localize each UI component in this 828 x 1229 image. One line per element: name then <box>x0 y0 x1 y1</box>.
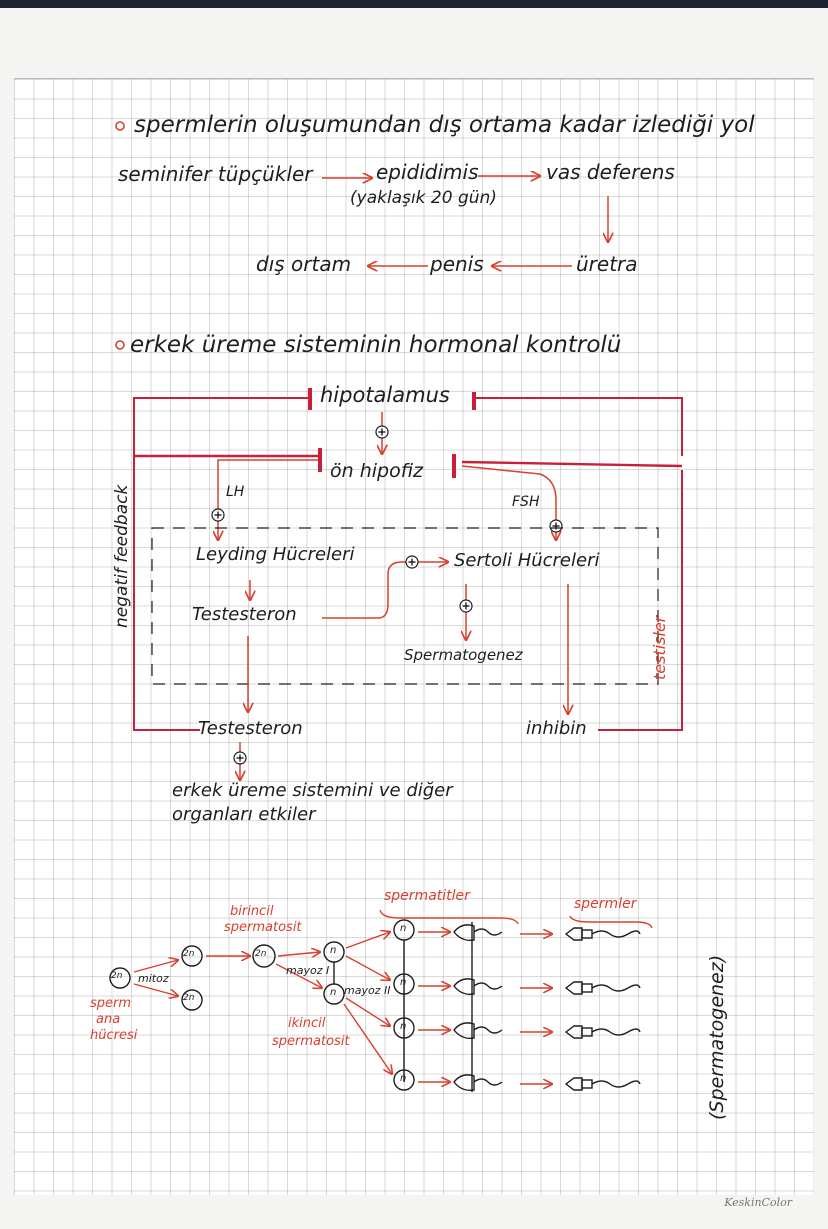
testisler-label: testisler <box>650 615 669 680</box>
penis-label: penis <box>430 252 484 276</box>
cell-label: 2n <box>183 949 195 959</box>
dis-ortam-label: dış ortam <box>256 252 352 276</box>
vas-deferens-label: vas deferens <box>546 160 675 184</box>
cell-label: 2n <box>111 971 123 981</box>
cell-label: n <box>330 945 337 956</box>
ikincil-line-2: spermatosit <box>272 1034 350 1049</box>
pathway-arrows <box>322 176 608 266</box>
uretra-label: üretra <box>576 252 638 276</box>
cell-label: 2n <box>183 993 195 1003</box>
spermatitler-label: spermatitler <box>384 888 470 904</box>
watermark: KeskinColor <box>724 1196 792 1209</box>
effect-line-1: erkek üreme sistemini ve diğer <box>172 780 453 801</box>
negative-feedback-label: negatif feedback <box>112 484 132 628</box>
leydig-label: Leyding Hücreleri <box>196 544 355 565</box>
mayoz1-label: mayoz I <box>286 964 330 977</box>
fsh-label: FSH <box>512 494 540 510</box>
cell-label: n <box>400 977 407 988</box>
sertoli-label: Sertoli Hücreleri <box>454 550 600 571</box>
sperm-ana-line-2: ana <box>96 1012 121 1027</box>
spermler-label: spermler <box>574 896 637 912</box>
birincil-line-1: birincil <box>230 904 274 919</box>
sperm-ana-line-3: hücresi <box>90 1028 138 1043</box>
testosteron-outer-label: Testesteron <box>198 718 303 739</box>
sperm-ana-line-1: sperm <box>90 996 132 1011</box>
ikincil-line-1: ikincil <box>288 1016 326 1031</box>
bullet-icon <box>115 340 125 350</box>
inhibin-label: inhibin <box>526 718 587 739</box>
spermatogenez-label: Spermatogenez <box>404 646 523 664</box>
effect-line-2: organları etkiler <box>172 804 316 825</box>
mayoz2-label: mayoz II <box>344 984 391 997</box>
bullet-icon <box>115 121 125 131</box>
cell-label: n <box>400 923 407 934</box>
birincil-line-2: spermatosit <box>224 920 302 935</box>
on-hipofiz-label: ön hipofiz <box>330 460 423 482</box>
cell-label: 2n <box>255 949 267 959</box>
spermatogenez-title: (Spermatogenez) <box>706 954 728 1120</box>
pathway-heading: spermlerin oluşumundan dış ortama kadar … <box>134 112 755 138</box>
hipotalamus-label: hipotalamus <box>320 383 450 407</box>
stimulate-icons <box>214 428 560 762</box>
cell-label: n <box>400 1073 407 1084</box>
epididimis-label: epididimis <box>376 160 479 184</box>
seminifer-label: seminifer tüpçükler <box>118 162 313 186</box>
grid-paper <box>14 78 814 1195</box>
spermatogenesis-diagram <box>109 909 653 1092</box>
hormonal-heading: erkek üreme sisteminin hormonal kontrolü <box>130 332 622 358</box>
epididimis-note: (yaklaşık 20 gün) <box>350 188 497 208</box>
mitoz-label: mitoz <box>138 972 169 985</box>
top-edge <box>0 0 828 8</box>
testosteron-inner-label: Testesteron <box>192 604 297 625</box>
lh-label: LH <box>226 484 245 500</box>
cell-label: n <box>400 1021 407 1032</box>
cell-label: n <box>330 987 337 998</box>
